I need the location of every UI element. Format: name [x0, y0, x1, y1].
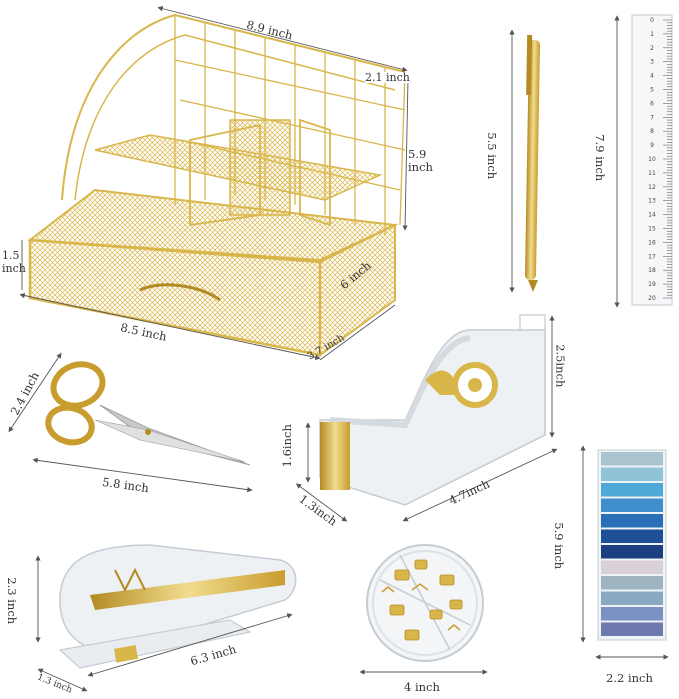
- ruler-number: 11: [648, 170, 656, 177]
- ruler-number: 1: [650, 31, 654, 38]
- ruler-number: 8: [650, 128, 654, 135]
- tab-strip: [601, 498, 663, 512]
- ruler-number: 14: [648, 212, 656, 219]
- tabs-height-label: 5.9 inch: [552, 522, 567, 570]
- tab-strip: [601, 514, 663, 528]
- clips-diameter-label: 4 inch: [404, 680, 440, 694]
- ruler-number: 2: [650, 45, 654, 52]
- tab-strip: [601, 607, 663, 621]
- ruler-number: 4: [650, 73, 654, 80]
- ruler-number: 0: [650, 17, 654, 24]
- tab-strip: [601, 591, 663, 605]
- ruler-number: 12: [648, 184, 656, 191]
- tab-strip: [601, 467, 663, 481]
- pen-icon: [524, 34, 541, 292]
- tab-strip: [601, 560, 663, 574]
- tab-strip: [601, 452, 663, 466]
- desk-organizer-icon: [27, 13, 406, 357]
- organizer-height-label: 5.9 inch: [408, 147, 433, 175]
- tab-strip: [601, 545, 663, 559]
- stapler-icon: [58, 544, 297, 669]
- pen-length-label: 5.5 inch: [485, 132, 500, 180]
- binder-clips-case-icon: [366, 544, 484, 662]
- ruler-number: 16: [648, 239, 656, 246]
- ruler-number: 3: [650, 59, 654, 66]
- tab-strip: [601, 483, 663, 497]
- stapler-height-label: 2.3 inch: [5, 577, 20, 625]
- ruler-length-label: 7.9 inch: [593, 134, 608, 182]
- ruler-number: 10: [648, 156, 656, 163]
- organizer-depth-label: 2.1 inch: [365, 71, 410, 84]
- tabs-width-label: 2.2 inch: [606, 671, 653, 685]
- scissors-icon: [45, 361, 251, 466]
- ruler-number: 19: [648, 281, 656, 288]
- ruler-number: 5: [650, 87, 654, 94]
- drawer-height-label: 1.5 inch: [2, 249, 26, 275]
- ruler-number: 7: [650, 114, 654, 121]
- ruler-number: 15: [648, 226, 656, 233]
- ruler-number: 20: [648, 295, 656, 302]
- tape-height-label: 2.5inch: [553, 344, 568, 388]
- ruler-number: 17: [648, 253, 656, 260]
- tab-strip: [601, 622, 663, 636]
- ruler-number: 13: [648, 198, 656, 205]
- tab-strip: [601, 576, 663, 590]
- ruler-number: 6: [650, 100, 654, 107]
- ruler-number: 18: [648, 267, 656, 274]
- ruler-number: 9: [650, 142, 654, 149]
- tape-dispenser-icon: [319, 314, 546, 506]
- sticky-tabs-icon: [597, 449, 667, 641]
- tab-strip: [601, 529, 663, 543]
- tape-front-height-label: 1.6inch: [279, 424, 294, 468]
